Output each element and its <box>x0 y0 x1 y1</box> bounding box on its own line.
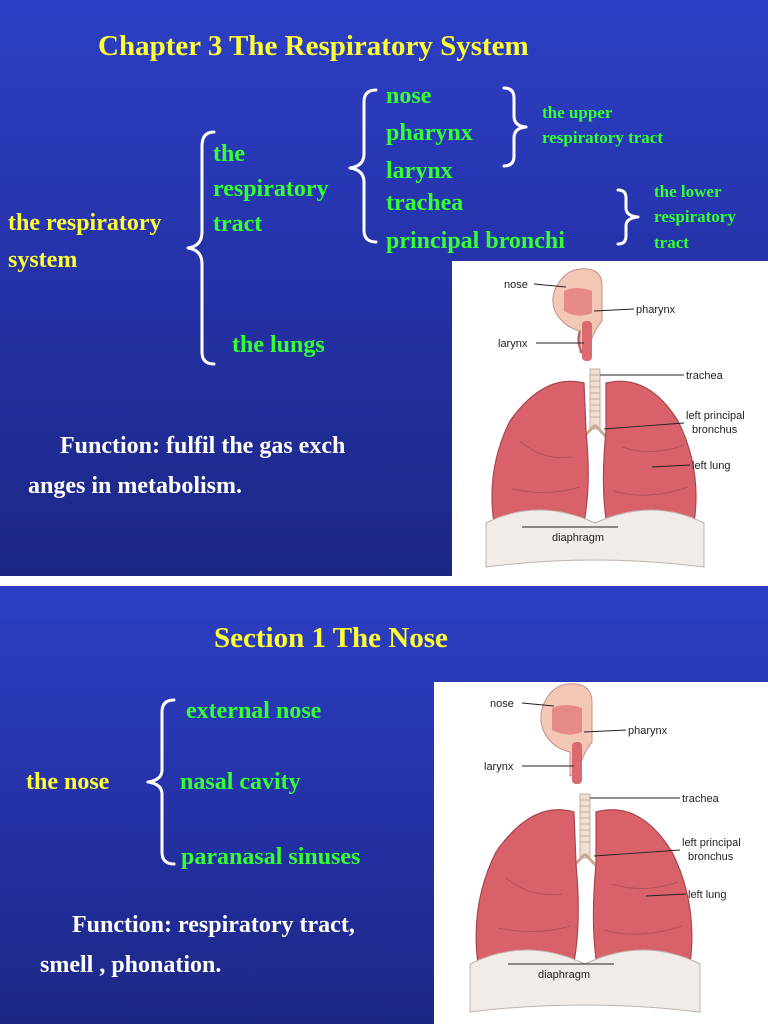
tract-brace <box>344 86 384 248</box>
term-larynx: larynx <box>386 159 453 183</box>
fig1-label-pharynx: pharynx <box>636 304 676 316</box>
upper-tract-line2: respiratory tract <box>542 129 663 146</box>
fig1-label-left-lung: left lung <box>692 460 731 472</box>
tract-label-line3: tract <box>213 212 262 236</box>
term-external-nose: external nose <box>186 699 321 723</box>
fig1-label-diaphragm: diaphragm <box>552 532 604 544</box>
lower-tract-brace <box>614 186 644 248</box>
function-line2: smell , phonation. <box>40 953 221 977</box>
lower-tract-line1: the lower <box>654 183 722 200</box>
respiratory-diagram: nose pharynx larynx trachea left princip… <box>452 261 768 576</box>
fig2-label-larynx: larynx <box>484 761 514 773</box>
slide-title: Section 1 The Nose <box>214 624 448 653</box>
slide-respiratory-system: Chapter 3 The Respiratory System nose ph… <box>0 0 768 576</box>
fig2-label-trachea: trachea <box>682 793 720 805</box>
fig1-label-nose: nose <box>504 279 528 291</box>
fig2-label-pharynx: pharynx <box>628 725 668 737</box>
term-trachea: trachea <box>386 191 463 215</box>
term-principal-bronchi: principal bronchi <box>386 229 565 253</box>
fig1-label-trachea: trachea <box>686 370 724 382</box>
upper-tract-brace <box>500 84 532 170</box>
fig2-label-left-principal: left principal <box>682 837 741 849</box>
fig2-label-diaphragm: diaphragm <box>538 969 590 981</box>
slide-the-nose: Section 1 The Nose external nose nasal c… <box>0 586 768 1024</box>
fig2-label-bronchus: bronchus <box>688 851 734 863</box>
term-nasal-cavity: nasal cavity <box>180 770 301 794</box>
fig2-label-nose: nose <box>490 698 514 710</box>
lower-tract-line2: respiratory <box>654 208 736 225</box>
function-line2: anges in metabolism. <box>28 474 242 498</box>
function-line1: Function: fulfil the gas exch <box>60 434 345 458</box>
term-paranasal-sinuses: paranasal sinuses <box>181 845 360 869</box>
lower-tract-line3: tract <box>654 234 689 251</box>
fig1-label-left-principal: left principal <box>686 410 745 422</box>
slide-title: Chapter 3 The Respiratory System <box>98 32 529 61</box>
tract-label-line2: respiratory <box>213 177 329 201</box>
lungs-label: the lungs <box>232 333 325 357</box>
respiratory-diagram: nose pharynx larynx trachea left princip… <box>434 682 768 1024</box>
system-label-line2: system <box>8 248 77 272</box>
fig1-label-bronchus: bronchus <box>692 424 738 436</box>
function-line1: Function: respiratory tract, <box>72 913 355 937</box>
nose-brace <box>140 696 180 868</box>
nose-label: the nose <box>26 770 109 794</box>
term-nose: nose <box>386 84 431 108</box>
fig1-label-larynx: larynx <box>498 338 528 350</box>
upper-tract-line1: the upper <box>542 104 612 121</box>
system-label-line1: the respiratory <box>8 211 162 235</box>
system-brace <box>180 128 220 368</box>
term-pharynx: pharynx <box>386 121 473 145</box>
fig2-label-left-lung: left lung <box>688 889 727 901</box>
